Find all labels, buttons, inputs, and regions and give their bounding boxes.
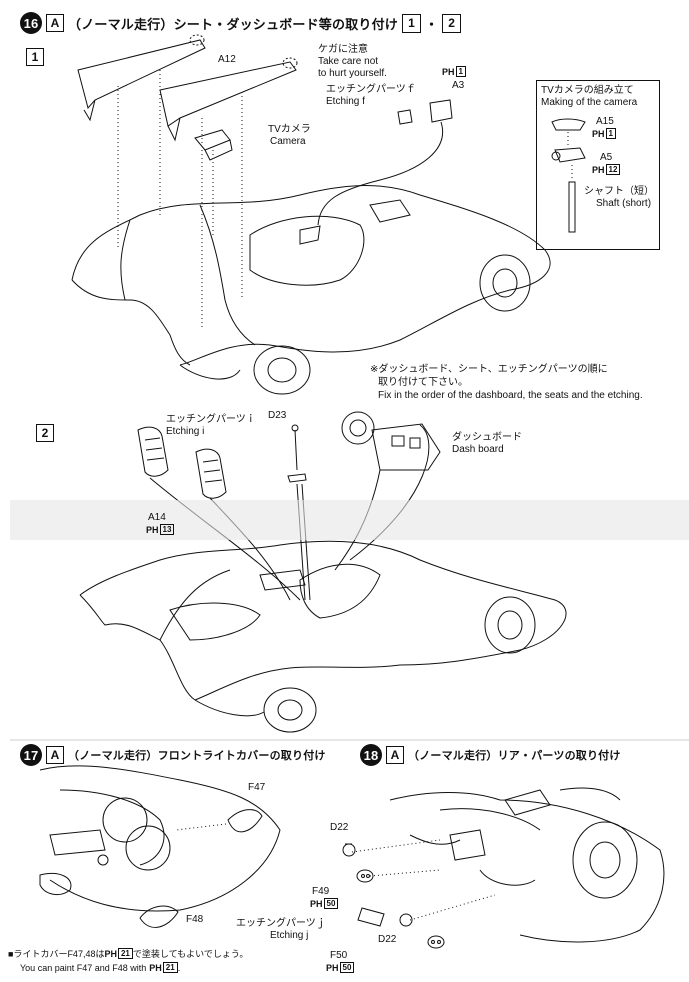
etch-i-en: Etching i: [166, 426, 205, 437]
step16-header: 16 A （ノーマル走行）シート・ダッシュボード等の取り付け 1 ・ 2: [20, 12, 462, 34]
step18-badge: A: [386, 746, 404, 764]
label-d22-upper: D22: [330, 822, 349, 833]
paint-ph-text: PH: [592, 164, 605, 175]
step16-sub1: 1: [402, 13, 422, 33]
front-light-assembly: [40, 766, 280, 928]
etch-j-jp: エッチングパーツｊ: [236, 918, 326, 929]
label-d23: D23: [268, 410, 287, 421]
label-f49: F49: [312, 886, 330, 897]
shaft-jp: シャフト（短）: [584, 186, 654, 197]
step16-title: （ノーマル走行）シート・ダッシュボード等の取り付け: [68, 16, 399, 32]
label-f50: F50: [330, 950, 348, 961]
label-a12: A12: [218, 54, 236, 65]
paint-ph-text: PH: [310, 898, 323, 909]
paint-number: 21: [117, 948, 133, 959]
paint-number: 50: [339, 962, 355, 973]
step17-title: （ノーマル走行）フロントライトカバーの取り付け: [68, 750, 326, 762]
step16-badge: A: [46, 14, 64, 32]
tv-camera-en: Camera: [270, 136, 306, 147]
step16-sub2: 2: [442, 13, 462, 33]
paint-ph-text: PH: [149, 962, 162, 973]
step17-badge: A: [46, 746, 64, 764]
step16-number: 16: [20, 12, 42, 34]
tv-camera-jp: TVカメラ: [268, 124, 311, 135]
label-f48: F48: [186, 914, 204, 925]
caution-jp: ケガに注意: [318, 44, 368, 55]
camera-assembly-detail: [552, 119, 585, 232]
order-note-jp-2: 取り付けて下さい。: [378, 377, 468, 388]
tv-camera-part: [195, 130, 232, 160]
label-f47: F47: [248, 782, 266, 793]
step17-header: 17 A （ノーマル走行）フロントライトカバーの取り付け: [20, 744, 326, 766]
dash-jp: ダッシュボード: [452, 432, 522, 443]
paint-ph-text: PH: [146, 524, 159, 535]
label-a5: A5: [600, 152, 613, 163]
car-body-1: [72, 186, 550, 394]
etch-j-en: Etching j: [270, 930, 309, 941]
paint-number: 13: [159, 524, 175, 535]
label-d22-lower: D22: [378, 934, 397, 945]
step18-number: 18: [360, 744, 382, 766]
etch-f-jp: エッチングパーツｆ: [326, 84, 416, 95]
dash-en: Dash board: [452, 444, 504, 455]
label-a15: A15: [596, 116, 614, 127]
caution-en-1: Take care not: [318, 56, 379, 67]
paint-number: 12: [605, 164, 621, 175]
paint-ph-text: PH: [326, 962, 339, 973]
label-a3: A3: [452, 80, 465, 91]
shaft-en: Shaft (short): [596, 198, 652, 209]
step16-dot: ・: [425, 16, 439, 32]
caution-en-2: to hurt yourself.: [318, 68, 387, 79]
etch-i-jp: エッチングパーツｉ: [166, 414, 256, 425]
step17-number: 17: [20, 744, 42, 766]
paint-ph-text: PH: [442, 66, 455, 77]
paint-ph-text: PH: [104, 948, 117, 959]
dashboard-part: [335, 412, 440, 570]
order-note-en: Fix in the order of the dashboard, the s…: [378, 390, 643, 401]
paint-number: 1: [605, 128, 616, 139]
label-a14: A14: [148, 512, 166, 523]
footer-jp-a: ライトカバーF47,48は: [13, 948, 105, 959]
step18-title: （ノーマル走行）リア・パーツの取り付け: [408, 750, 621, 762]
footer-jp-b: で塗装してもよいでしょう。: [132, 948, 249, 959]
order-note-jp-1: ※ダッシュボード、シート、エッチングパーツの順に: [370, 364, 608, 375]
panel1-label: 1: [26, 48, 44, 66]
footer-en-b: .: [177, 962, 181, 973]
paint-number: 21: [162, 962, 178, 973]
a3-part: [318, 100, 452, 225]
camera-assembly-box: [536, 80, 660, 250]
footer-en-a: You can paint F47 and F48 with: [20, 962, 147, 973]
camera-box-title-jp: TVカメラの組み立て: [541, 85, 634, 96]
panel2-label: 2: [36, 424, 54, 442]
wing-parts-a12: [78, 35, 297, 330]
step18-header: 18 A （ノーマル走行）リア・パーツの取り付け: [360, 744, 621, 766]
footer-bullet: ■: [8, 948, 14, 959]
rear-parts-assembly: [343, 788, 664, 948]
camera-box-title-en: Making of the camera: [541, 97, 638, 108]
paint-ph-text: PH: [592, 128, 605, 139]
paint-number: 50: [323, 898, 339, 909]
etch-f-en: Etching f: [326, 96, 365, 107]
car-body-2: [80, 541, 566, 732]
paint-number: 1: [455, 66, 466, 77]
